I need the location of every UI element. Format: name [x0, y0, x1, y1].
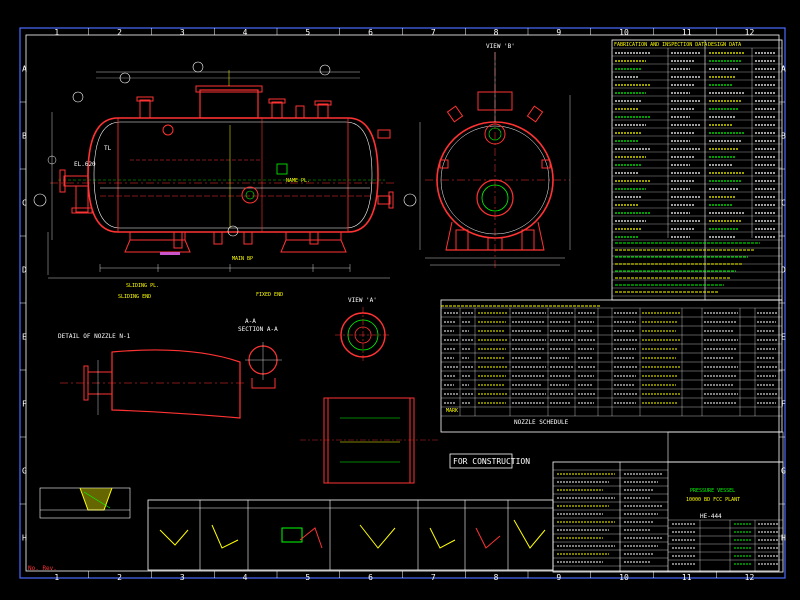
vessel-elevation: MAIN BP SLIDING PL. FIXED END SLIDING EN… — [33, 61, 417, 300]
section-a-a: A-A SECTION A-A — [238, 318, 282, 389]
grid-column-label: 8 — [494, 573, 499, 582]
view-b-label: VIEW 'B' — [486, 43, 515, 50]
design-data-title: DESIGN DATA — [708, 42, 741, 48]
grid-row-label: E — [22, 333, 27, 342]
revision-corner-note: No. Rev. — [28, 565, 57, 572]
nozzle-section-detail — [300, 397, 440, 484]
grid-row-label: F — [22, 400, 27, 409]
sheet-inner-border — [25, 34, 780, 572]
title-block-subtitle: 10000 BD FCC PLANT — [686, 497, 740, 503]
nozzle-schedule-title: NOZZLE SCHEDULE — [514, 419, 569, 426]
grid-row-label: D — [22, 266, 27, 275]
grid-row-label: A — [22, 65, 27, 74]
construction-stamp: FOR CONSTRUCTION — [453, 457, 530, 466]
grid-column-label: 8 — [494, 28, 499, 37]
grid-row-label: C — [22, 199, 27, 208]
vessel-end-view: VIEW 'B' — [419, 43, 571, 270]
grid-column-label: 4 — [243, 28, 248, 37]
grid-row-label: G — [22, 467, 27, 476]
weld-detail — [39, 487, 131, 519]
elevation-label: EL.620 — [74, 161, 96, 168]
grid-row-label: G — [781, 467, 786, 476]
weld-details-strip — [147, 499, 554, 571]
grid-row-label: H — [22, 534, 27, 543]
grid-column-label: 3 — [180, 28, 185, 37]
view-a-label: VIEW 'A' — [348, 297, 377, 304]
grid-row-label: C — [781, 199, 786, 208]
grid-column-label: 9 — [556, 573, 561, 582]
grid-row-label: B — [781, 132, 786, 141]
detail-nozzle-n1: DETAIL OF NOZZLE N-1 — [58, 333, 245, 419]
grid-column-label: 2 — [117, 573, 122, 582]
grid-row-label: D — [781, 266, 786, 275]
main-bp-label: MAIN BP — [232, 256, 253, 262]
grid-column-label: 10 — [619, 573, 629, 582]
construction-stamp-box — [449, 453, 513, 469]
grid-column-label: 5 — [305, 28, 310, 37]
grid-column-label: 10 — [619, 28, 629, 37]
grid-column-label: 12 — [745, 28, 755, 37]
sheet-border — [19, 27, 786, 579]
grid-row-label: E — [781, 333, 786, 342]
nozzle-schedule-table: NOZZLE SCHEDULE MARK — [440, 299, 783, 433]
grid-column-label: 2 — [117, 28, 122, 37]
grid-column-label: 7 — [431, 573, 436, 582]
title-block-drawing-number: HE-444 — [700, 513, 722, 520]
grid-column-label: 12 — [745, 573, 755, 582]
grid-column-label: 9 — [556, 28, 561, 37]
section-view-label: A-A — [245, 318, 256, 325]
title-block-company: PRESSURE VESSEL — [690, 488, 735, 494]
grid-row-label: F — [781, 400, 786, 409]
fixed-end-label: FIXED END — [256, 292, 283, 298]
grid-column-label: 11 — [682, 573, 692, 582]
grid-column-label: 6 — [368, 573, 373, 582]
grid-row-label: A — [781, 65, 786, 74]
detail-n1-label: DETAIL OF NOZZLE N-1 — [58, 333, 131, 340]
grid-row-label: B — [22, 132, 27, 141]
design-data-table: FABRICATION AND INSPECTION DATA DESIGN D… — [611, 39, 783, 301]
grid-column-label: 7 — [431, 28, 436, 37]
sliding-end-label: SLIDING END — [118, 294, 151, 300]
section-label: SECTION A-A — [238, 326, 278, 333]
fabrication-title: FABRICATION AND INSPECTION DATA — [614, 42, 707, 48]
grid-column-label: 1 — [54, 573, 59, 582]
grid-row-label: H — [781, 534, 786, 543]
grid-column-label: 5 — [305, 573, 310, 582]
grid-column-label: 3 — [180, 573, 185, 582]
view-a-anchor-ring: VIEW 'A' — [335, 297, 391, 363]
sliding-plate-label: SLIDING PL. — [126, 283, 159, 289]
mark-heading: MARK — [446, 408, 458, 414]
title-block: PRESSURE VESSEL 10000 BD FCC PLANT HE-44… — [552, 431, 784, 573]
tangent-line-label: TL — [104, 145, 112, 152]
grid-column-label: 11 — [682, 28, 692, 37]
grid-column-label: 4 — [243, 573, 248, 582]
grid-column-label: 6 — [368, 28, 373, 37]
name-plate-label: NAME PL. — [286, 178, 310, 184]
grid-column-label: 1 — [54, 28, 59, 37]
